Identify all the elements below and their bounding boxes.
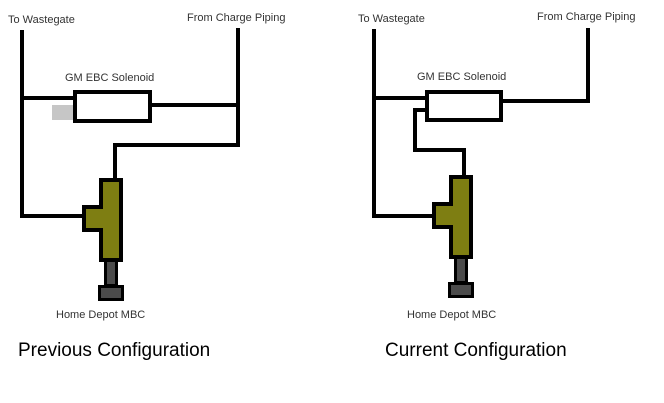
valve-knob [98,285,124,301]
solenoid-inlet-pipe [20,96,76,100]
wastegate-pipe [372,29,376,218]
valve-feed-pipe-down [413,108,417,152]
solenoid-inlet-pipe [372,96,427,100]
wastegate-pipe [20,30,24,218]
home-depot-mbc-label: Home Depot MBC [56,309,146,321]
home-depot-mbc-label: Home Depot MBC [407,309,497,321]
valve-feed-pipe-vertical [113,145,117,180]
valve-stem [454,256,468,284]
valve-feed-pipe-horizontal [113,143,240,147]
gm-ebc-solenoid-box [73,90,152,123]
valve-knob [448,282,474,298]
blocked-port-stub [52,105,76,120]
solenoid-outlet-pipe [150,103,240,107]
mbc-valve [432,175,474,299]
gm-ebc-solenoid-label: GM EBC Solenoid [417,71,507,83]
gm-ebc-solenoid-label: GM EBC Solenoid [65,72,155,84]
mbc-valve-shape [82,178,123,262]
valve-feed-pipe-vertical [462,150,466,177]
to-wastegate-label: To Wastegate [358,13,425,25]
previous-configuration-caption: Previous Configuration [18,340,211,361]
current-configuration-caption: Current Configuration [385,340,567,361]
valve-side-pipe [372,214,434,218]
from-charge-piping-label: From Charge Piping [537,11,636,23]
charge-piping-pipe [586,28,590,103]
to-wastegate-label: To Wastegate [8,14,75,26]
solenoid-lower-port-stub [413,108,427,112]
gm-ebc-solenoid-box [425,90,503,122]
mbc-valve-shape [432,175,473,259]
valve-side-pipe [20,214,86,218]
valve-stem [104,259,118,287]
valve-feed-pipe-horizontal [413,148,466,152]
mbc-valve [82,178,124,302]
from-charge-piping-label: From Charge Piping [187,12,286,24]
charge-piping-pipe [236,28,240,147]
solenoid-outlet-pipe [499,99,590,103]
